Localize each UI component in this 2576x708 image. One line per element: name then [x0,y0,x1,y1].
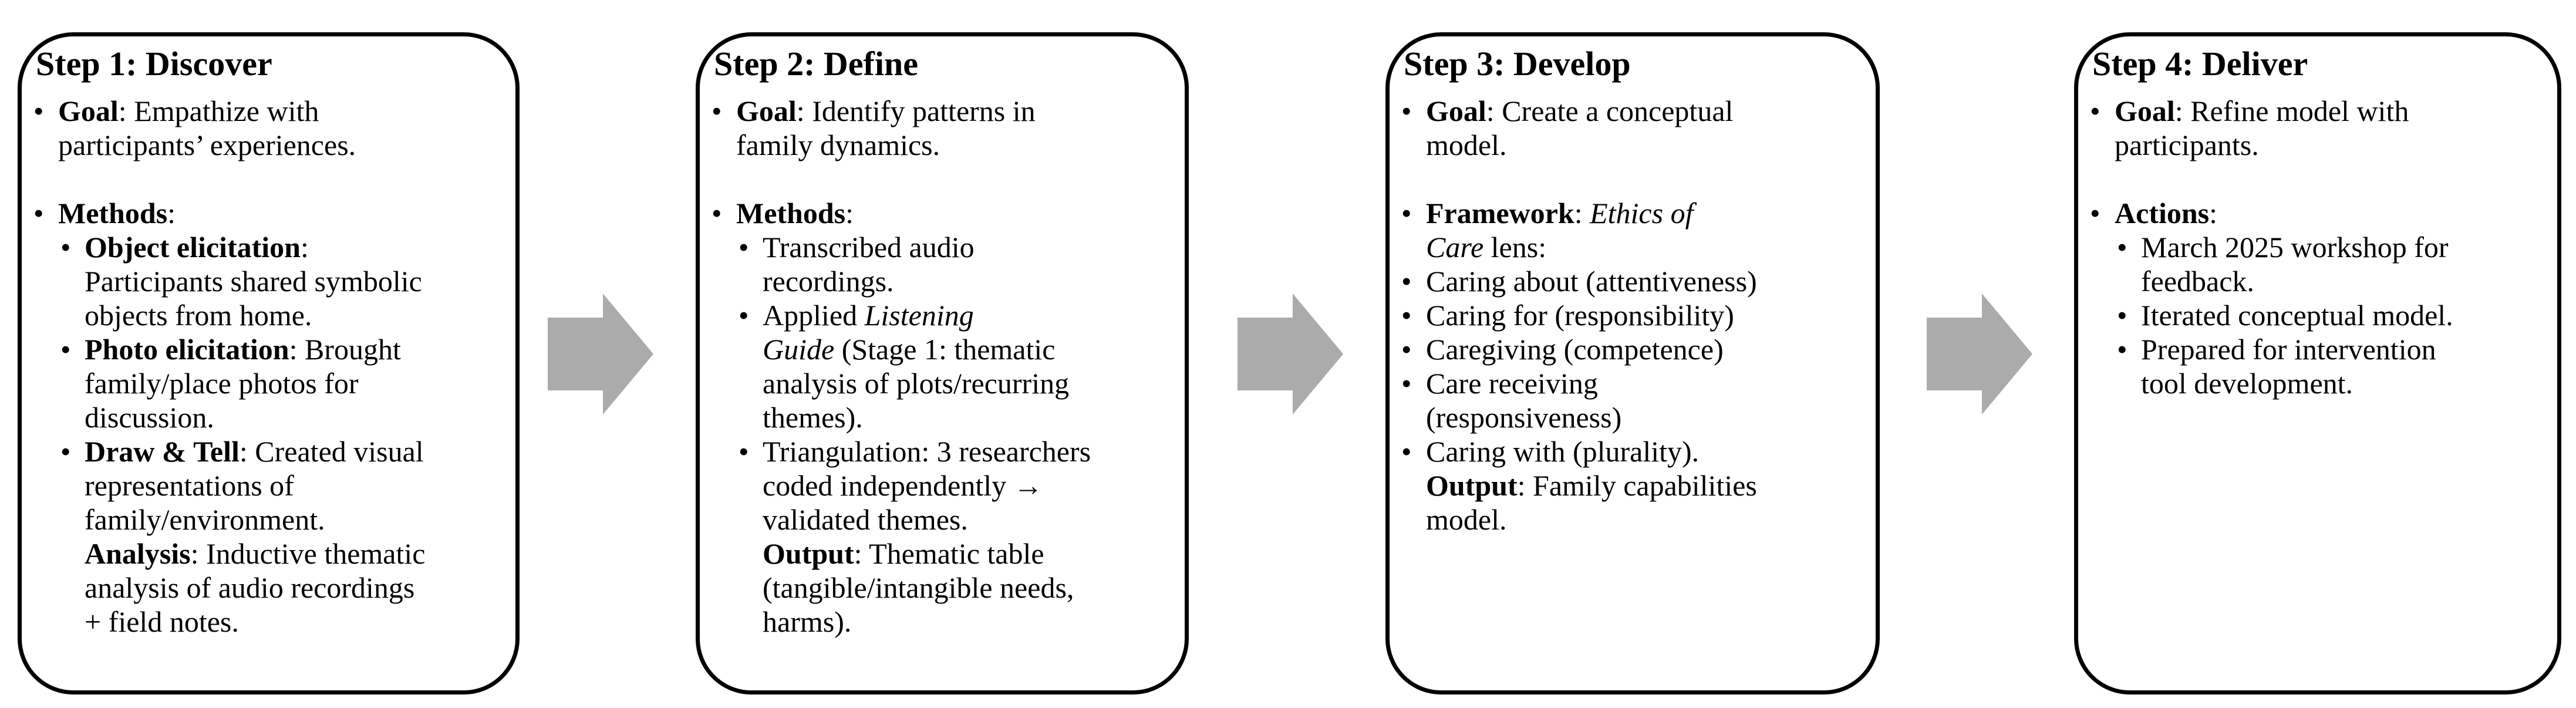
bullet-icon: • [60,333,71,366]
list-item: • Caregiving (competence) [1397,332,1843,366]
bullet-icon: • [739,299,749,332]
bullet-icon: • [1401,299,1412,332]
step-title: Step 2: Define [714,45,918,83]
list-item-text: Methods: [736,197,854,230]
list-item-text: Care receiving(responsiveness) [1426,367,1622,434]
list-item-text: Methods: [58,197,176,230]
block-arrow-right-icon [1238,294,1343,414]
step-box-deliver: Step 4: Deliver • Goal: Refine model with… [2074,32,2561,694]
bullet-icon: • [1401,265,1412,298]
list-item: • Methods: [707,196,1152,230]
list-item-text: Caring with (plurality).Output: Family c… [1426,435,1757,536]
bullet-icon: • [2117,299,2127,332]
bullet-icon: • [712,95,722,127]
step-title: Step 4: Deliver [2092,45,2308,83]
list-item-text: Object elicitation:Participants shared s… [85,231,422,332]
list-item-text: Caring for (responsibility) [1426,299,1734,332]
bullet-icon: • [60,435,71,468]
bullet-icon: • [739,435,749,468]
list-item: • Caring for (responsibility) [1397,298,1843,332]
bullet-icon: • [2090,197,2100,230]
step-title: Step 3: Develop [1404,45,1631,83]
block-arrow-right-icon [1927,294,2032,414]
bullet-icon: • [1401,197,1412,230]
bullet-icon: • [1401,95,1412,127]
bullet-icon: • [33,197,44,230]
bullet-icon: • [712,197,722,230]
bullet-icon: • [2117,231,2127,264]
bullet-icon: • [2090,95,2100,127]
list-item: • Caring with (plurality).Output: Family … [1397,434,1843,537]
bullet-icon: • [1401,435,1412,468]
list-item-text: Actions: [2115,197,2218,230]
list-item: • Caring about (attentiveness) [1397,264,1843,298]
bullet-icon: • [60,231,71,264]
step-title: Step 1: Discover [36,45,272,83]
bullet-icon: • [1401,333,1412,366]
step-box-define: Step 2: Define • Goal: Identify patterns … [696,32,1189,694]
list-item-text: Caregiving (competence) [1426,333,1724,366]
list-item: • Care receiving(responsiveness) [1397,366,1843,434]
bullet-icon: • [1401,367,1412,400]
bullet-icon: • [739,231,749,264]
list-item: • Iterated conceptual model. [2085,298,2525,332]
block-arrow-right-icon [548,294,653,414]
list-item: • Object elicitation:Participants shared … [29,230,483,332]
list-item-text: Caring about (attentiveness) [1426,265,1757,298]
bullet-icon: • [33,95,44,127]
bullet-icon: • [2117,333,2127,366]
list-item-text: Iterated conceptual model. [2141,299,2453,332]
list-item: • Methods: [29,196,483,230]
step-box-develop: Step 3: Develop • Goal: Create a conceptu… [1385,32,1880,694]
list-item: • Actions: [2085,196,2525,230]
